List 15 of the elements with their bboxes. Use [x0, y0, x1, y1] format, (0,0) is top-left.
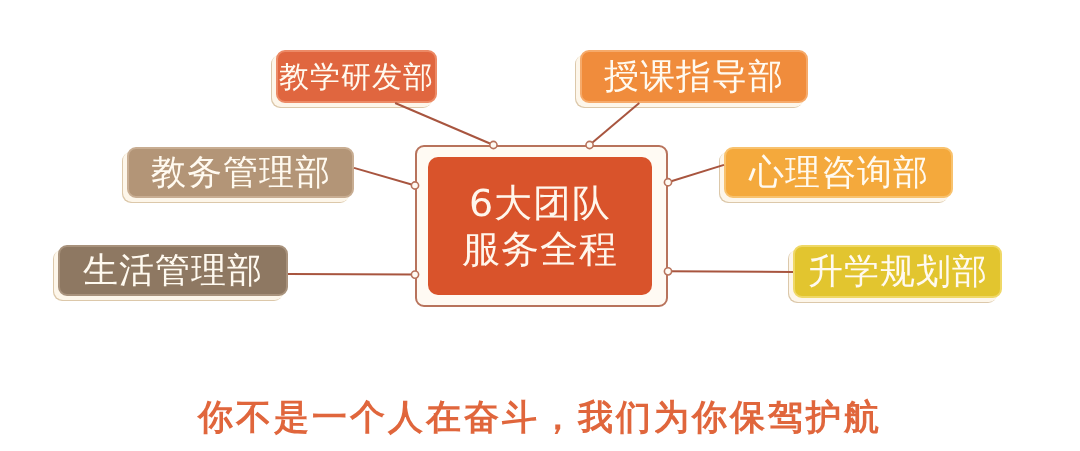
department-label: 教学研发部: [279, 60, 434, 93]
department-label: 生活管理部: [83, 251, 263, 290]
connector-line: [663, 163, 725, 187]
hub-title: 6大团队服务全程: [461, 180, 619, 272]
slogan-text: 你不是一个人在奋斗，我们为你保驾护航: [198, 396, 882, 438]
connector-line: [585, 102, 641, 150]
connector-line: [287, 270, 420, 279]
department-label: 升学规划部: [807, 252, 988, 291]
department-label: 心理咨询部: [748, 153, 929, 192]
department-label: 教务管理部: [150, 153, 331, 192]
connector-line: [663, 266, 794, 276]
connector-line: [394, 102, 498, 150]
hub-frame: [415, 145, 668, 307]
connector-line: [353, 166, 420, 190]
department-label: 授课指导部: [604, 57, 784, 96]
